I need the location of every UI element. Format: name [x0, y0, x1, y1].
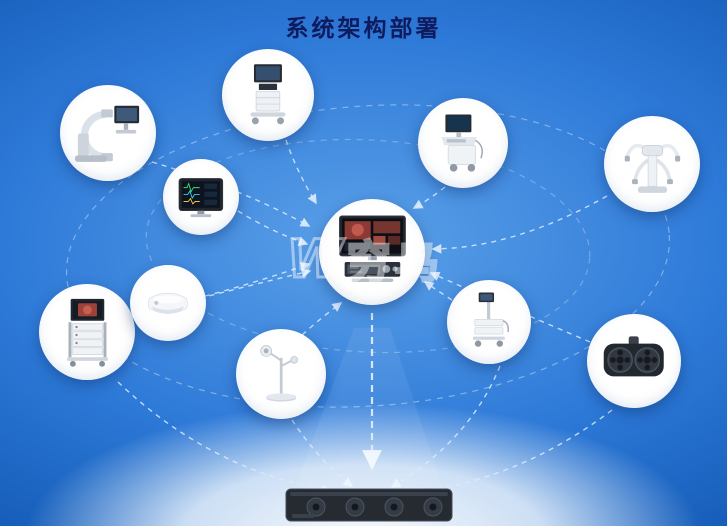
surgical-robot-icon [624, 143, 680, 193]
link-headset-hub [204, 262, 311, 297]
link-cart-hub [285, 139, 317, 205]
node-patient-monitor [163, 159, 239, 235]
node-endoscopy-tower [39, 284, 135, 380]
node-ultrasound-machine [418, 98, 508, 188]
node-surgical-lights [587, 314, 681, 408]
light-funnel [288, 328, 448, 505]
link-lights-server [410, 409, 613, 497]
node-equipment-cart [447, 280, 531, 364]
node-headset-device [130, 265, 206, 341]
node-monitor-cart [222, 49, 314, 141]
link-carm-hub [151, 161, 311, 227]
ultrasound-icon [441, 114, 483, 172]
link-lightstand-hub [301, 302, 343, 336]
rack-server-icon [285, 488, 453, 522]
link-tower-server [117, 381, 332, 495]
link-lights-hub [429, 271, 591, 343]
orbit-rings [65, 104, 671, 408]
surgical-lights-icon [603, 336, 665, 377]
connection-arrows [117, 139, 613, 497]
headset-device-icon [148, 292, 188, 314]
surgical-light-stand-icon [260, 344, 298, 402]
link-robot-hub [431, 195, 608, 254]
patient-monitor-icon [178, 178, 224, 218]
node-rack-server [284, 486, 454, 526]
endoscopy-hub-icon [338, 215, 406, 282]
page-title: 系统架构部署 [285, 15, 442, 41]
monitor-cart-icon [250, 64, 286, 125]
node-central-endoscopy-hub [319, 199, 425, 305]
link-monitor-hub [237, 210, 309, 246]
link-ultrasound-hub [412, 186, 446, 209]
link-eqcart-server [390, 365, 501, 488]
node-c-arm-xray-machine [60, 85, 156, 181]
endoscopy-tower-icon [66, 298, 108, 367]
link-lightstand-server [291, 419, 354, 487]
c-arm-xray-icon [74, 105, 139, 162]
link-eqcart-hub [423, 281, 453, 301]
equipment-cart-icon [473, 292, 510, 347]
node-surgical-light-stand [236, 329, 326, 419]
node-surgical-robot [604, 116, 700, 212]
